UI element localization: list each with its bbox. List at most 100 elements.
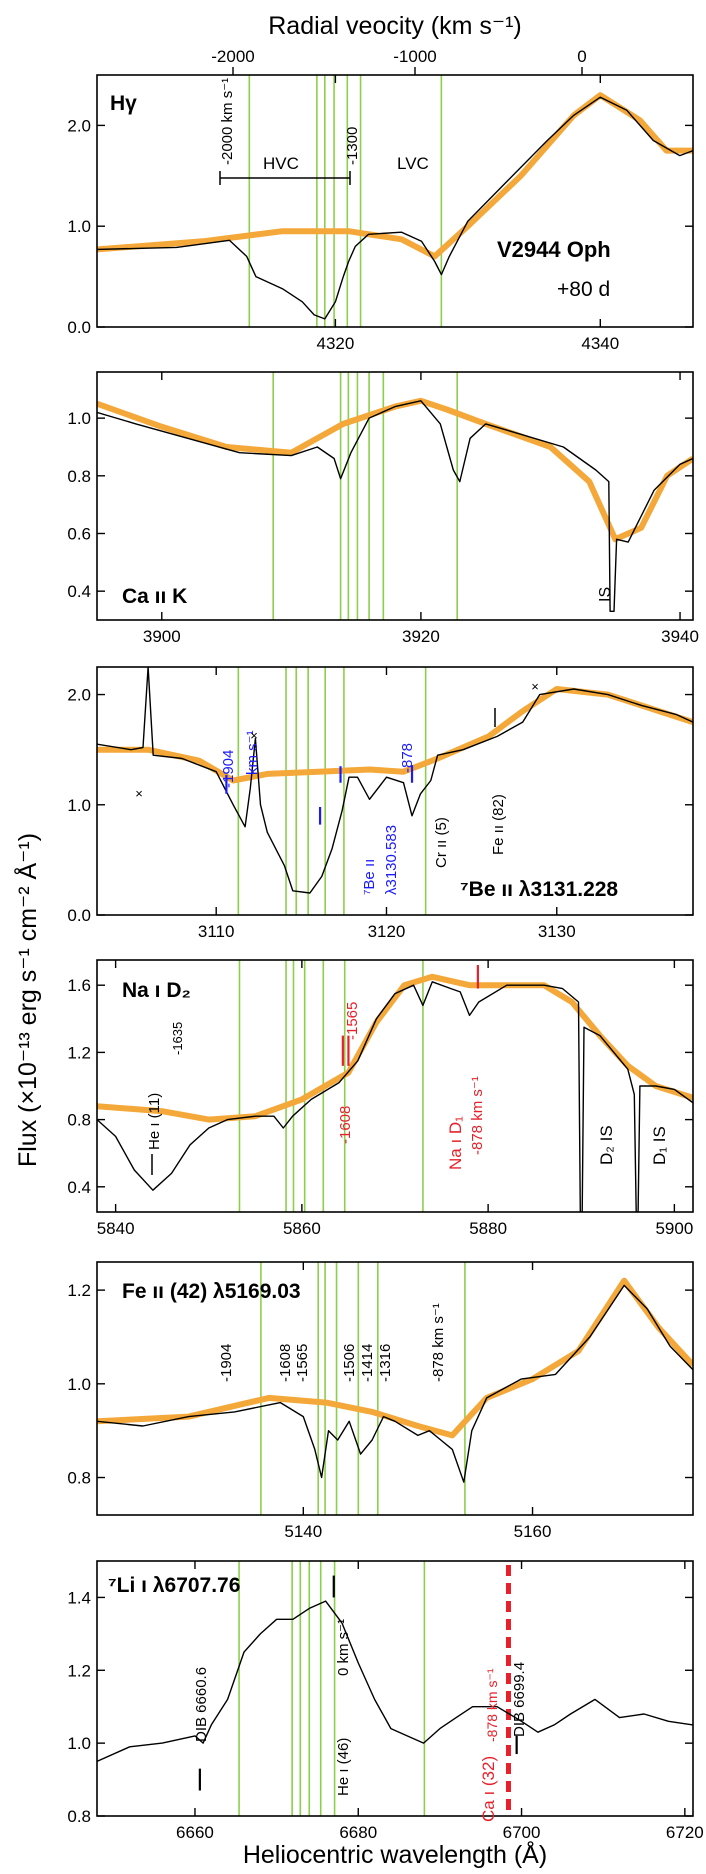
- continuum-fit-na-d: [97, 973, 693, 1123]
- panel-title-li: ⁷Li ı λ6707.76: [108, 1574, 240, 1597]
- annot-d2-is: D₂ IS: [597, 1125, 616, 1165]
- spectrum-hgamma: [97, 96, 693, 320]
- spectrum-fe: [97, 1284, 693, 1483]
- x-tick-label-0-0: 4320: [316, 334, 354, 353]
- x-tick-label-2-1: 3120: [368, 922, 406, 941]
- x-tick-label-1-2: 3940: [661, 627, 699, 646]
- axes-frame-2: [96, 666, 694, 916]
- axes-frame-0: [96, 74, 694, 328]
- annot-na-d1: Na ı D₁: [446, 1116, 465, 1170]
- annot-na-1565: -1565: [344, 1002, 361, 1040]
- annot-lvc: LVC: [397, 154, 429, 173]
- x-tick-label-4-1: 5160: [514, 1522, 552, 1541]
- y-tick-label-5-2: 1.2: [67, 1661, 91, 1680]
- y-tick-label-4-1: 1.0: [67, 1375, 91, 1394]
- hvc-range-bar: [219, 171, 351, 185]
- x-tick-label-5-3: 6720: [666, 1823, 704, 1842]
- spectrum-li: [97, 1600, 693, 1763]
- top-tick-label-2000: -2000: [211, 47, 254, 66]
- y-tick-label-3-0: 0.4: [67, 1178, 91, 1197]
- y-tick-label-4-2: 1.2: [67, 1281, 91, 1300]
- axes-frame-4: [96, 1261, 694, 1516]
- y-tick-label-3-1: 0.8: [67, 1111, 91, 1130]
- panel-title-fe: Fe ıı (42) λ5169.03: [122, 1280, 301, 1303]
- top-velocity-axis: -2000 -1000 0: [211, 47, 587, 75]
- x-tick-label-4-0: 5140: [284, 1522, 322, 1541]
- top-tick-label-0: 0: [577, 47, 586, 66]
- annot-x-mark-1: ×: [135, 786, 143, 801]
- y-tick-label-0-0: 0.0: [67, 318, 91, 337]
- y-tick-label-3-3: 1.6: [67, 976, 91, 995]
- x-tick-label-3-3: 5900: [655, 1219, 693, 1238]
- x-tick-label-2-2: 3130: [538, 922, 576, 941]
- annot-ca-is: IS: [597, 587, 614, 602]
- panel-fe: 5140 5160 0.8 1.0 1.2 Fe ıı (42) λ5169.03 -1…: [67, 1261, 694, 1541]
- panel-be: 3110 3120 3130 0.0 1.0 2.0 ⁷Be ıı λ3131.228 -…: [67, 666, 694, 941]
- panel-title-ca-k: Ca ıı K: [122, 585, 187, 608]
- x-tick-label-5-2: 6700: [503, 1823, 541, 1842]
- annot-d1-is: D₁ IS: [650, 1126, 669, 1165]
- y-tick-label-2-2: 2.0: [67, 686, 91, 705]
- x-axis-label: Heliocentric wavelength (Å): [243, 1839, 547, 1869]
- x-tick-label-3-2: 5880: [469, 1219, 507, 1238]
- axes-frame-3: [96, 959, 694, 1213]
- y-tick-label-3-2: 1.2: [67, 1043, 91, 1062]
- annot-li-878: -878 km s⁻¹: [484, 1668, 500, 1742]
- annot-fe-878: -878 km s⁻¹: [430, 1303, 447, 1382]
- x-tick-label-5-1: 6680: [339, 1823, 377, 1842]
- y-tick-label-1-0: 0.4: [67, 582, 91, 601]
- annot-be-ion: ⁷Be ıı: [361, 859, 378, 895]
- spectrum-ca-k: [97, 400, 693, 612]
- y-tick-label-0-1: 1.0: [67, 217, 91, 236]
- panel-title-be: ⁷Be ıı λ3131.228: [460, 878, 618, 901]
- annot-fe-1506: -1506: [341, 1344, 358, 1382]
- annot-fe-1316: -1316: [377, 1344, 394, 1382]
- y-tick-label-2-1: 1.0: [67, 796, 91, 815]
- annot-fe-1904: -1904: [218, 1344, 235, 1382]
- y-tick-label-0-2: 2.0: [67, 116, 91, 135]
- continuum-fit-fe: [97, 1277, 693, 1439]
- x-tick-label-1-0: 3900: [143, 627, 181, 646]
- top-axis-label: Radial veocity (km s⁻¹): [268, 12, 522, 40]
- y-axis-label: Flux (×10⁻¹³ erg s⁻¹ cm⁻² Å⁻¹): [12, 833, 42, 1167]
- x-tick-label-1-1: 3920: [402, 627, 440, 646]
- annot-be-1904: -1904: [220, 750, 237, 788]
- continuum-fit-ca-k: [97, 397, 693, 543]
- y-tick-label-1-2: 0.8: [67, 467, 91, 486]
- y-tick-label-4-0: 0.8: [67, 1469, 91, 1488]
- x-tick-label-3-1: 5860: [283, 1219, 321, 1238]
- continuum-fit-hgamma: [97, 92, 693, 260]
- annot-be-878: -878: [399, 743, 416, 773]
- annot-object: V2944 Oph: [497, 237, 611, 262]
- axes-frame-5: [96, 1560, 694, 1817]
- annot-be-lambda: λ3130.583: [383, 825, 400, 895]
- annot-dib-6699: DIB 6699.4: [511, 1662, 528, 1737]
- spectrum-na-d: [97, 981, 693, 1212]
- annot-fe-ii-82: Fe ıı (82): [490, 794, 507, 855]
- axes-frame-1: [96, 371, 694, 621]
- spectrum-be: [97, 667, 693, 894]
- y-tick-label-2-0: 0.0: [67, 906, 91, 925]
- annot-be-kms: km s⁻¹: [244, 730, 261, 775]
- x-tick-label-2-0: 3110: [198, 922, 235, 941]
- continuum-fit-be: [97, 686, 693, 784]
- annot-na-878: -878 km s⁻¹: [469, 1076, 486, 1155]
- annot-hvc: HVC: [263, 154, 299, 173]
- annot-ca-i-32: Ca ı (32): [479, 1756, 498, 1822]
- y-tick-label-5-3: 1.4: [67, 1588, 91, 1607]
- y-tick-label-5-1: 1.0: [67, 1734, 91, 1753]
- x-tick-label-3-0: 5840: [97, 1219, 135, 1238]
- annot-x-mark-3: ×: [531, 679, 539, 694]
- annot-1300: -1300: [344, 127, 361, 165]
- annot-fe-1608: -1608: [277, 1344, 294, 1382]
- top-tick-label-1000: -1000: [393, 47, 436, 66]
- annot-he-i-11: He ı (11): [146, 1093, 163, 1150]
- x-tick-label-5-0: 6660: [176, 1823, 214, 1842]
- annot-fe-1565: -1565: [294, 1344, 311, 1382]
- annot-x-mark-2: ×: [250, 728, 258, 743]
- y-tick-label-1-1: 0.6: [67, 524, 91, 543]
- annot-dib-6660: DIB 6660.6: [193, 1667, 210, 1742]
